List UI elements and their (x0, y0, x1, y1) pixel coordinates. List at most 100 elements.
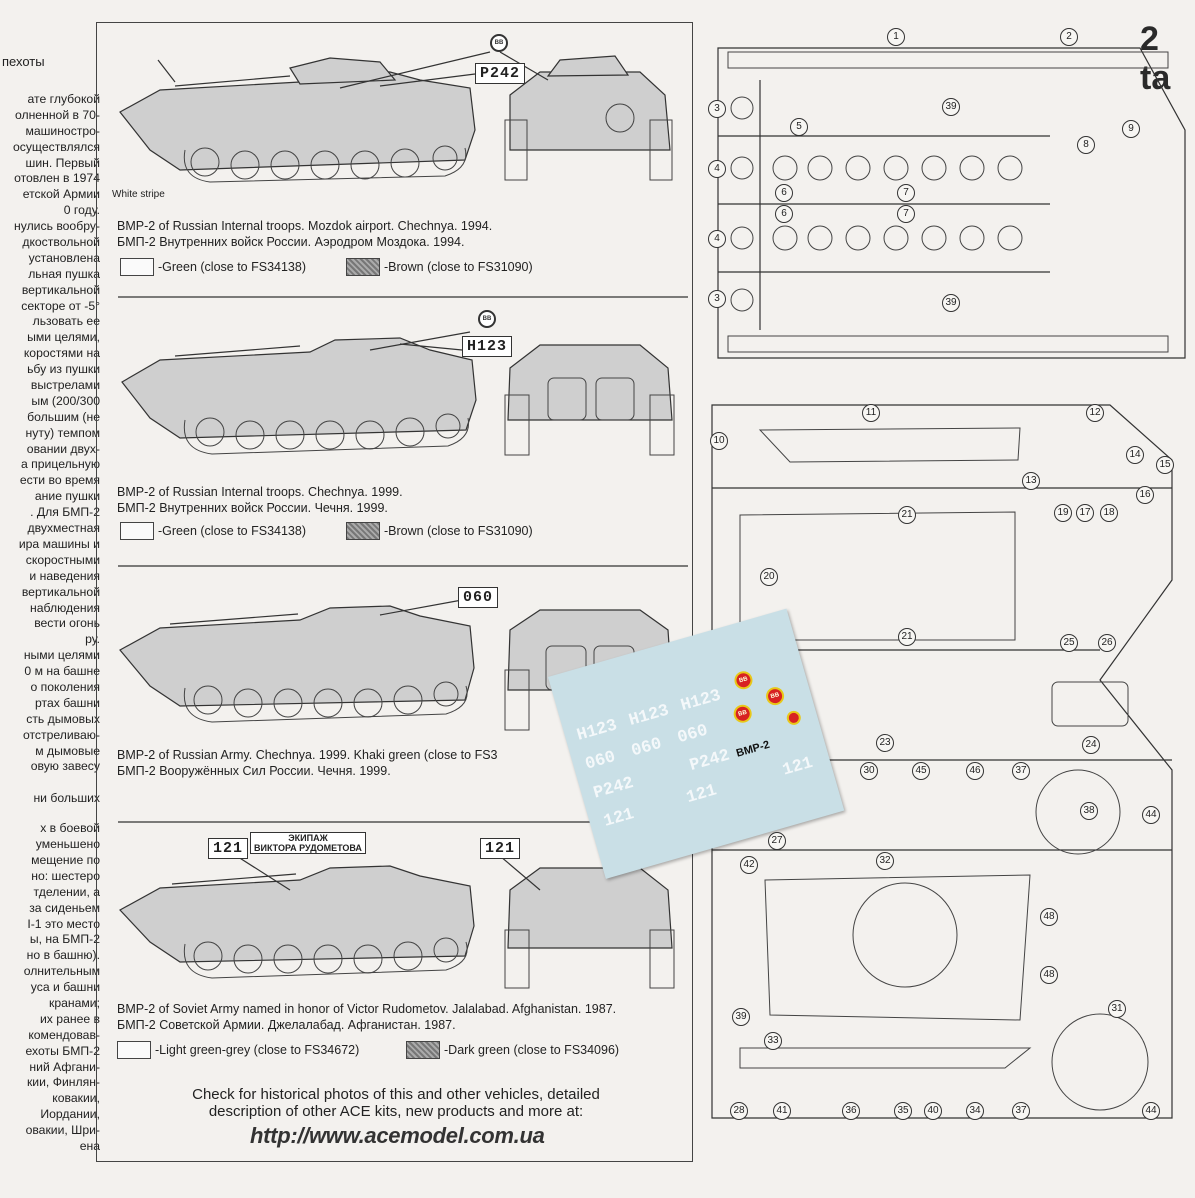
footer-line-2: description of other ACE kits, new produ… (208, 1103, 584, 1120)
decal-p242-2: P242 (687, 746, 733, 776)
caption-scheme-3: BMP-2 of Russian Army. Chechnya. 1999. K… (117, 748, 498, 779)
text-line: ы, на БМП-2 (29, 932, 100, 947)
caption-en: BMP-2 of Russian Army. Chechnya. 1999. K… (117, 748, 498, 762)
part-number-36: 36 (842, 1102, 860, 1120)
caption-ru: БМП-2 Внутренних войск России. Аэродром … (117, 234, 465, 249)
part-number-24: 24 (1082, 736, 1100, 754)
text-line: олненной в 70- (14, 107, 100, 122)
text-line: . Для БМП-2 (30, 505, 100, 520)
part-number-39: 39 (942, 98, 960, 116)
website-link[interactable]: http://www.acemodel.com.ua (250, 1123, 545, 1148)
text-line: ными целями (23, 648, 100, 663)
part-number-19: 19 (1054, 504, 1072, 522)
text-line: их ранее в (40, 1011, 100, 1026)
part-number-34: 34 (966, 1102, 984, 1120)
text-line: скоростными (25, 552, 100, 567)
caption-scheme-2: BMP-2 of Russian Internal troops. Chechn… (117, 485, 403, 516)
text-line: наблюдения (30, 600, 100, 615)
text-line: выстрелами (30, 378, 100, 393)
text-line: вертикальной (21, 282, 100, 297)
legend-scheme-4-a: -Light green-grey (close to FS34672) (117, 1041, 359, 1059)
text-line: тделении, а (33, 884, 100, 899)
part-number-31: 31 (1108, 1000, 1126, 1018)
marking-plate-4-front: 121 (480, 838, 521, 859)
part-number-17: 17 (1076, 504, 1094, 522)
text-line: ена (79, 1139, 100, 1153)
part-number-14: 14 (1126, 446, 1144, 464)
part-number-23: 23 (876, 734, 894, 752)
text-line: но в башню). (26, 948, 100, 963)
part-number-5: 5 (790, 118, 808, 136)
part-number-39: 39 (732, 1008, 750, 1026)
text-line: ира машины и (18, 536, 100, 551)
decal-060-1: 060 (583, 747, 618, 775)
color-swatch (406, 1041, 440, 1059)
text-line: и наведения (29, 568, 100, 583)
part-number-9: 9 (1122, 120, 1140, 138)
legend-scheme-1-b: -Brown (close to FS31090) (346, 258, 533, 276)
page-title: 2 ta (1140, 20, 1171, 97)
text-line: сть дымовых (26, 711, 100, 726)
text-line: о поколения (30, 679, 100, 694)
part-number-3: 3 (708, 100, 726, 118)
color-swatch (120, 522, 154, 540)
caption-scheme-1: BMP-2 of Russian Internal troops. Mozdok… (117, 219, 492, 250)
decal-h123-1: H123 (574, 716, 620, 746)
caption-en: BMP-2 of Russian Internal troops. Mozdok… (117, 219, 493, 233)
text-line: кии, Финлян- (26, 1075, 100, 1090)
color-swatch (346, 522, 380, 540)
text-line: ковакии, (52, 1091, 100, 1106)
part-number-46: 46 (966, 762, 984, 780)
text-line: нулись вообру- (14, 219, 100, 234)
vehicle-1-side-view (119, 51, 491, 183)
part-number-4: 4 (708, 160, 726, 178)
badge-2: ВВ (478, 310, 496, 328)
caption-ru: БМП-2 Вооружённых Сил России. Чечня. 199… (117, 763, 391, 778)
text-line: за сиденьем (29, 900, 100, 915)
text-line: льная пушка (28, 266, 100, 281)
text-line: но: шестеро (31, 868, 100, 883)
part-number-37: 37 (1012, 1102, 1030, 1120)
color-swatch (346, 258, 380, 276)
marking-plate-1: P242 (475, 63, 526, 84)
badge-1: ВВ (490, 34, 508, 52)
crew-banner-line-2: ВИКТОРА РУДОМЕТОВА (254, 843, 362, 853)
legend-label: -Light green-grey (close to FS34672) (155, 1043, 360, 1057)
marking-plate-2: H123 (462, 336, 513, 357)
part-number-33: 33 (764, 1032, 782, 1050)
legend-label: -Dark green (close to FS34096) (444, 1043, 620, 1057)
part-number-16: 16 (1136, 486, 1154, 504)
part-number-10: 10 (710, 432, 728, 450)
part-number-38: 38 (1080, 802, 1098, 820)
part-number-6: 6 (775, 184, 793, 202)
part-number-28: 28 (730, 1102, 748, 1120)
footer-text: Check for historical photos of this and … (186, 1086, 606, 1120)
legend-scheme-4-b: -Dark green (close to FS34096) (406, 1041, 619, 1059)
decal-roundel-1: ВВ (732, 669, 755, 692)
legend-label: -Brown (close to FS31090) (384, 524, 533, 538)
text-line: большим (не (27, 409, 100, 424)
text-line: 0 м на башне (24, 664, 100, 679)
caption-en: BMP-2 of Soviet Army named in honor of V… (117, 1002, 617, 1016)
text-line: кранами; (49, 995, 100, 1010)
decal-h123-2: H123 (626, 701, 672, 731)
text-line: установлена (28, 250, 100, 265)
part-number-21: 21 (898, 628, 916, 646)
part-number-45: 45 (912, 762, 930, 780)
legend-scheme-2-b: -Brown (close to FS31090) (346, 522, 533, 540)
text-line: льзовать ее (32, 314, 100, 329)
text-line: шин. Первый (25, 155, 100, 170)
crew-banner: ЭКИПАЖ ВИКТОРА РУДОМЕТОВА (250, 832, 366, 854)
text-line: вертикальной (21, 584, 100, 599)
text-line: х в боевой (40, 821, 100, 836)
text-line: овакии, Шри- (25, 1123, 100, 1138)
text-line: двухместная (27, 521, 100, 536)
text-line: комендовав- (28, 1027, 100, 1042)
text-line: ате глубокой (27, 92, 100, 106)
decal-060-2: 060 (629, 734, 665, 762)
text-line: етской Армии (22, 187, 100, 202)
part-number-32: 32 (876, 852, 894, 870)
part-number-11: 11 (862, 404, 880, 422)
text-line: мещение по (31, 852, 100, 867)
